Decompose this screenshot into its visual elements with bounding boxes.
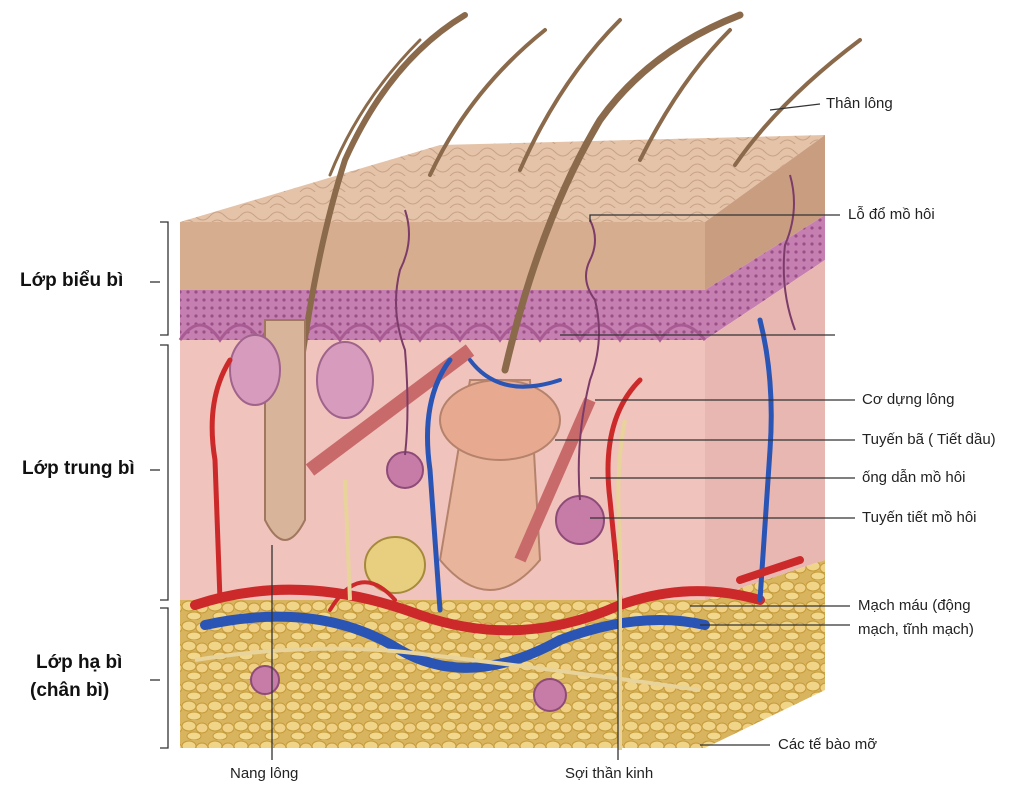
label-fat-cells: Các tế bào mỡ <box>778 736 877 753</box>
label-sweat-duct: ống dẫn mồ hôi <box>862 469 965 486</box>
label-blood-vessel-line2: mạch, tĩnh mạch) <box>858 621 974 638</box>
label-blood-vessel-line1: Mạch máu (động <box>858 597 971 614</box>
label-sweat-gland: Tuyến tiết mồ hôi <box>862 509 977 526</box>
label-hair-shaft: Thân lông <box>826 95 893 112</box>
label-hair-follicle: Nang lông <box>230 765 298 782</box>
stratum-corneum-front <box>180 222 705 290</box>
label-dermis: Lớp trung bì <box>22 458 135 480</box>
label-arrector-muscle: Cơ dựng lông <box>862 391 954 408</box>
label-hypodermis-line2: (chân bì) <box>30 680 109 702</box>
label-nerve-fiber: Sợi thần kinh <box>565 765 653 782</box>
label-sweat-pore: Lỗ đổ mồ hôi <box>848 206 935 223</box>
label-sebaceous-gland: Tuyến bã ( Tiết dầu) <box>862 431 996 448</box>
label-hypodermis-line1: Lớp hạ bì <box>36 652 122 674</box>
label-epidermis: Lớp biểu bì <box>20 270 123 292</box>
